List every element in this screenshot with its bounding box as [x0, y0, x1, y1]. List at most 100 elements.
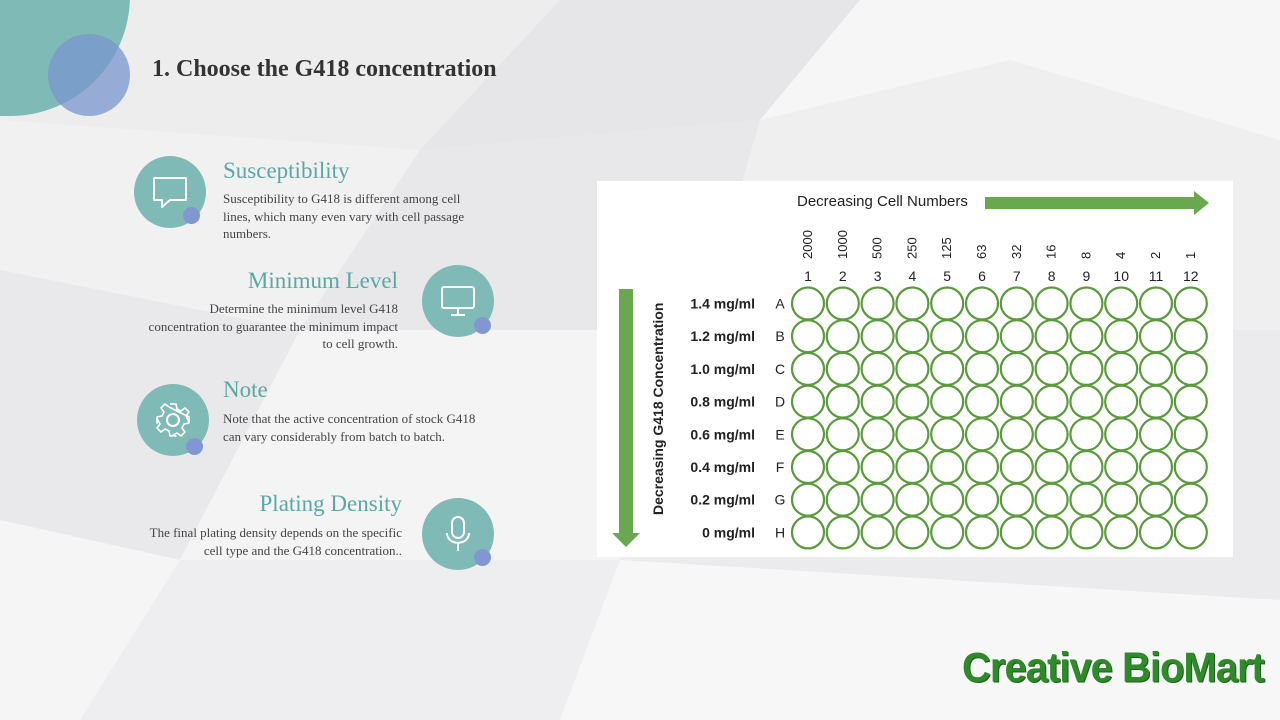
page-title: 1. Choose the G418 concentration	[152, 56, 497, 82]
row-label: E	[775, 426, 784, 442]
cell-number-label: 500	[870, 237, 885, 259]
well	[930, 417, 965, 452]
well	[790, 482, 826, 517]
well	[964, 286, 1000, 321]
well	[1173, 515, 1208, 550]
cell-number-label: 4	[1113, 252, 1128, 259]
concentration-label: 1.4 mg/ml	[690, 296, 755, 312]
well	[964, 351, 1000, 386]
feature-text-minimum-level: Determine the minimum level G418 concent…	[148, 301, 398, 351]
column-label: 10	[1113, 268, 1129, 284]
well	[964, 515, 1000, 550]
well	[860, 319, 895, 354]
column-label: 2	[839, 268, 847, 284]
well	[825, 351, 860, 386]
top-arrow	[985, 191, 1209, 215]
concentration-label: 1.0 mg/ml	[690, 361, 755, 377]
well	[1104, 319, 1139, 354]
row-label: C	[775, 361, 785, 377]
column-label: 6	[978, 268, 986, 284]
well	[1069, 417, 1104, 452]
column-label: 8	[1048, 268, 1056, 284]
concentration-label: 0.4 mg/ml	[690, 459, 755, 475]
well	[895, 286, 930, 321]
cell-number-label: 1000	[835, 230, 850, 259]
well	[999, 319, 1034, 354]
feature-title-plating-density: Plating Density	[259, 491, 402, 516]
well	[1104, 384, 1139, 419]
well	[964, 449, 1000, 485]
monitor-icon	[441, 286, 475, 316]
well	[1173, 482, 1208, 517]
well	[964, 384, 1000, 419]
well	[1173, 449, 1208, 485]
well	[1138, 351, 1174, 386]
feature-title-note: Note	[223, 377, 268, 402]
cell-number-label: 2	[1148, 252, 1163, 259]
well	[999, 286, 1034, 321]
well	[1069, 351, 1104, 386]
well	[1173, 417, 1208, 452]
well	[930, 482, 965, 517]
plate-side-label: Decreasing G418 Concentration	[650, 303, 666, 515]
column-label: 7	[1013, 268, 1021, 284]
well	[1104, 417, 1139, 452]
row-label: F	[776, 459, 785, 475]
microphone-icon	[446, 516, 470, 551]
well	[790, 286, 826, 321]
well	[1034, 351, 1069, 386]
well	[895, 384, 930, 419]
well	[1138, 515, 1174, 550]
well	[930, 286, 965, 321]
column-label: 5	[943, 268, 951, 284]
feature-text-note: Note that the active concentration of st…	[223, 411, 476, 444]
side-arrow	[612, 289, 640, 547]
well	[1104, 351, 1139, 386]
well	[1034, 384, 1069, 419]
column-label: 4	[909, 268, 917, 284]
column-label: 11	[1149, 268, 1164, 284]
cell-number-label: 125	[939, 237, 954, 259]
well	[930, 449, 965, 485]
feature-text-susceptibility: Susceptibility to G418 is different amon…	[223, 191, 465, 241]
well	[790, 449, 826, 485]
well	[930, 384, 965, 419]
well	[895, 319, 930, 354]
well	[1069, 515, 1104, 550]
row-label: B	[775, 328, 784, 344]
well	[1138, 449, 1174, 485]
well	[790, 319, 826, 354]
well	[1104, 286, 1139, 321]
well	[790, 417, 826, 452]
well	[895, 515, 930, 550]
well	[825, 449, 860, 485]
cell-number-label: 32	[1009, 245, 1024, 259]
well	[1069, 449, 1104, 485]
well	[825, 384, 860, 419]
well	[825, 286, 860, 321]
well	[930, 351, 965, 386]
decorative-blue-circle	[48, 34, 130, 116]
well	[860, 449, 895, 485]
column-label: 9	[1083, 268, 1091, 284]
row-label: H	[775, 524, 785, 540]
well	[790, 384, 826, 419]
well	[1034, 449, 1069, 485]
well	[1138, 319, 1174, 354]
well	[1173, 319, 1208, 354]
well	[999, 351, 1034, 386]
well	[825, 482, 860, 517]
well	[895, 482, 930, 517]
well	[999, 482, 1034, 517]
well	[1034, 482, 1069, 517]
well	[1069, 286, 1104, 321]
well	[964, 319, 1000, 354]
cell-number-label: 63	[974, 245, 989, 259]
well	[1069, 319, 1104, 354]
well	[1138, 417, 1174, 452]
feature-dot	[183, 207, 200, 224]
concentration-label: 0 mg/ml	[702, 524, 755, 540]
cell-number-label: 16	[1044, 245, 1059, 259]
creative-biomart-logo: Creative BioMart	[962, 644, 1265, 692]
